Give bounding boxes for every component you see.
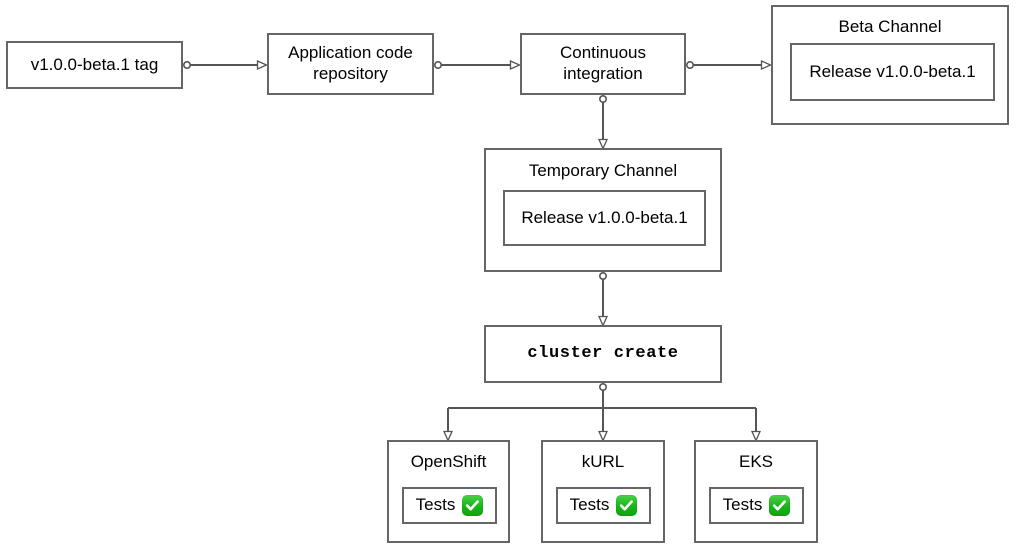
edge-ci-to-temporary-channel [597, 95, 609, 151]
edge-ci-to-beta-channel [685, 59, 773, 71]
edge-repo-to-ci [433, 59, 522, 71]
node-beta-channel[interactable]: Beta Channel Release v1.0.0-beta.1 [771, 5, 1009, 125]
node-openshift-title: OpenShift [410, 452, 487, 471]
edge-cluster-create-to-targets [442, 382, 762, 443]
kurl-tests-box[interactable]: Tests [556, 487, 651, 524]
node-version-tag-label: v1.0.0-beta.1 tag [30, 54, 159, 74]
openshift-tests-row: Tests [416, 495, 484, 516]
edge-temporary-channel-to-cluster-create [597, 271, 609, 328]
openshift-tests-box[interactable]: Tests [402, 487, 497, 524]
check-mark-button-icon [462, 495, 484, 516]
node-kurl[interactable]: kURL Tests [541, 440, 665, 543]
node-continuous-integration-label: Continuous integration [559, 43, 646, 83]
node-version-tag[interactable]: v1.0.0-beta.1 tag [6, 41, 183, 89]
node-application-code-repository[interactable]: Application code repository [267, 33, 434, 95]
beta-channel-release-label: Release v1.0.0-beta.1 [809, 61, 976, 81]
temporary-channel-release-label: Release v1.0.0-beta.1 [521, 207, 688, 227]
node-temporary-channel[interactable]: Temporary Channel Release v1.0.0-beta.1 [484, 148, 722, 272]
eks-tests-label: Tests [722, 495, 763, 515]
kurl-tests-label: Tests [569, 495, 610, 515]
node-eks[interactable]: EKS Tests [694, 440, 818, 543]
temporary-channel-release-box[interactable]: Release v1.0.0-beta.1 [503, 190, 706, 246]
node-beta-channel-title: Beta Channel [838, 17, 942, 36]
check-mark-button-icon [616, 495, 638, 516]
node-cluster-create-label: cluster create [527, 343, 679, 363]
openshift-tests-label: Tests [415, 495, 456, 515]
node-application-code-repository-label: Application code repository [288, 43, 413, 83]
node-temporary-channel-title: Temporary Channel [528, 161, 678, 180]
edge-tag-to-repo [183, 59, 269, 71]
node-kurl-title: kURL [581, 452, 625, 471]
eks-tests-box[interactable]: Tests [709, 487, 804, 524]
beta-channel-release-box[interactable]: Release v1.0.0-beta.1 [790, 43, 995, 101]
node-continuous-integration[interactable]: Continuous integration [520, 33, 686, 95]
node-openshift[interactable]: OpenShift Tests [387, 440, 510, 543]
node-eks-title: EKS [738, 452, 774, 471]
eks-tests-row: Tests [723, 495, 791, 516]
check-mark-button-icon [769, 495, 791, 516]
kurl-tests-row: Tests [570, 495, 638, 516]
node-cluster-create[interactable]: cluster create [484, 325, 722, 383]
